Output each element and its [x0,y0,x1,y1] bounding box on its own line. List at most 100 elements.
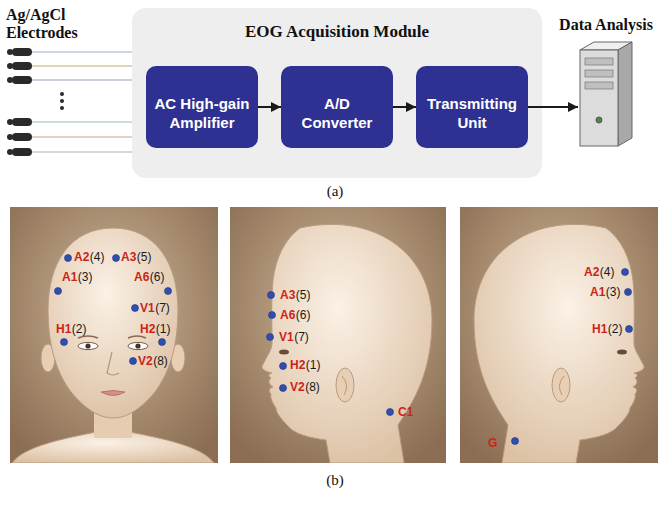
electrode-wire [30,136,140,138]
electrode-name: V1 [140,301,155,315]
eyebrow [78,336,98,338]
server-front [580,50,618,146]
iris [135,343,140,348]
electrode-wire [30,65,140,67]
device-label: Data Analysis [559,16,653,34]
electrode-wire [30,151,140,153]
channel-number: (5) [296,288,311,302]
box-label: AC High-gain Amplifier [154,81,250,133]
box-label: A/D Converter [289,81,385,133]
ellipsis-dot [60,99,64,103]
electrode-name: A3 [280,288,295,302]
electrode-cup [7,134,13,140]
section-heading: Ag/AgCl Electrodes [6,6,96,43]
ellipsis-dot [60,92,64,96]
module-box: EOG Acquisition Module AC High-gain Ampli… [132,8,542,178]
electrode-cup [7,49,13,55]
power-button [596,117,602,123]
electrode-wire [30,51,140,53]
electrode-site [267,334,274,341]
electrode-cup [7,77,13,83]
channel-number: (6) [150,270,165,284]
electrode-name: A1 [590,285,605,299]
channel-number: (6) [296,308,311,322]
electrode-name: G [488,436,497,450]
server-icon [578,40,634,150]
channel-number: (3) [78,270,93,284]
channel-number: (1) [306,358,321,372]
computer-node: Data Analysis [578,40,634,150]
electrode-site [268,292,275,299]
channel-number: (2) [72,322,87,336]
electrode-name: A3 [121,250,136,264]
electrode-name: H2 [290,358,305,372]
channel-number: (8) [305,380,320,394]
drive-bay [585,70,613,77]
electrode-site [280,363,287,370]
iris [85,343,90,348]
electrode-name: V2 [290,380,305,394]
module-title: EOG Acquisition Module [132,8,542,42]
electrode-site [165,288,172,295]
channel-number: (4) [90,250,105,264]
front-head [12,228,214,463]
flow-arrow [258,106,281,108]
channel-number: (8) [153,354,168,368]
face [48,228,178,418]
electrode-site [626,326,633,333]
photo-panel [230,207,446,463]
process-box: AC High-gain Amplifier [146,66,258,148]
box-label: Transmitting Unit [424,81,520,133]
channel-number: (7) [294,330,309,344]
electrode [12,76,32,84]
flow-arrow [528,106,578,108]
electrode-wire [30,79,140,81]
electrode-site [625,289,632,296]
nose [107,352,119,375]
ellipsis-dot [60,106,64,110]
photo-panel [460,207,658,463]
electrode-site [269,312,276,319]
electrode-cup [7,149,13,155]
photo-panel [10,207,218,463]
channel-number: (3) [606,285,621,299]
channel-number: (2) [608,322,623,336]
electrode-heads [7,48,64,156]
electrode-site [113,255,120,262]
electrode-site [65,255,72,262]
electrode-name: A2 [74,250,89,264]
process-box: A/D Converter [281,66,393,148]
process-box: Transmitting Unit [416,66,528,148]
electrode-cup [7,119,13,125]
electrode-name: C1 [398,405,413,419]
electrode-name: A6 [280,308,295,322]
electrode-site [280,385,287,392]
eyebrow [128,336,146,338]
electrode-name: A6 [134,270,149,284]
electrode-site [512,438,519,445]
module-panel [132,8,542,178]
drive-bay [585,82,613,89]
server-side [618,42,632,146]
channel-number: (4) [600,265,615,279]
electrode [12,133,32,141]
electrode-name: H1 [592,322,607,336]
electrode-site [61,339,68,346]
electrode [12,62,32,70]
electrode-name: A2 [584,265,599,279]
electrode-site [159,339,166,346]
electrode-name: A1 [62,270,77,284]
eye [128,342,148,349]
electrode-name: V2 [138,354,153,368]
side-head [474,224,644,463]
drive-bay [585,58,613,65]
electrode-site [387,409,394,416]
electrode-wires [30,52,140,152]
side-head-figure [474,224,644,463]
electrode-site [55,288,62,295]
panel-tag: (b) [326,471,344,489]
electrode-cup [7,63,13,69]
electrode [12,48,32,56]
side-head [262,224,432,463]
